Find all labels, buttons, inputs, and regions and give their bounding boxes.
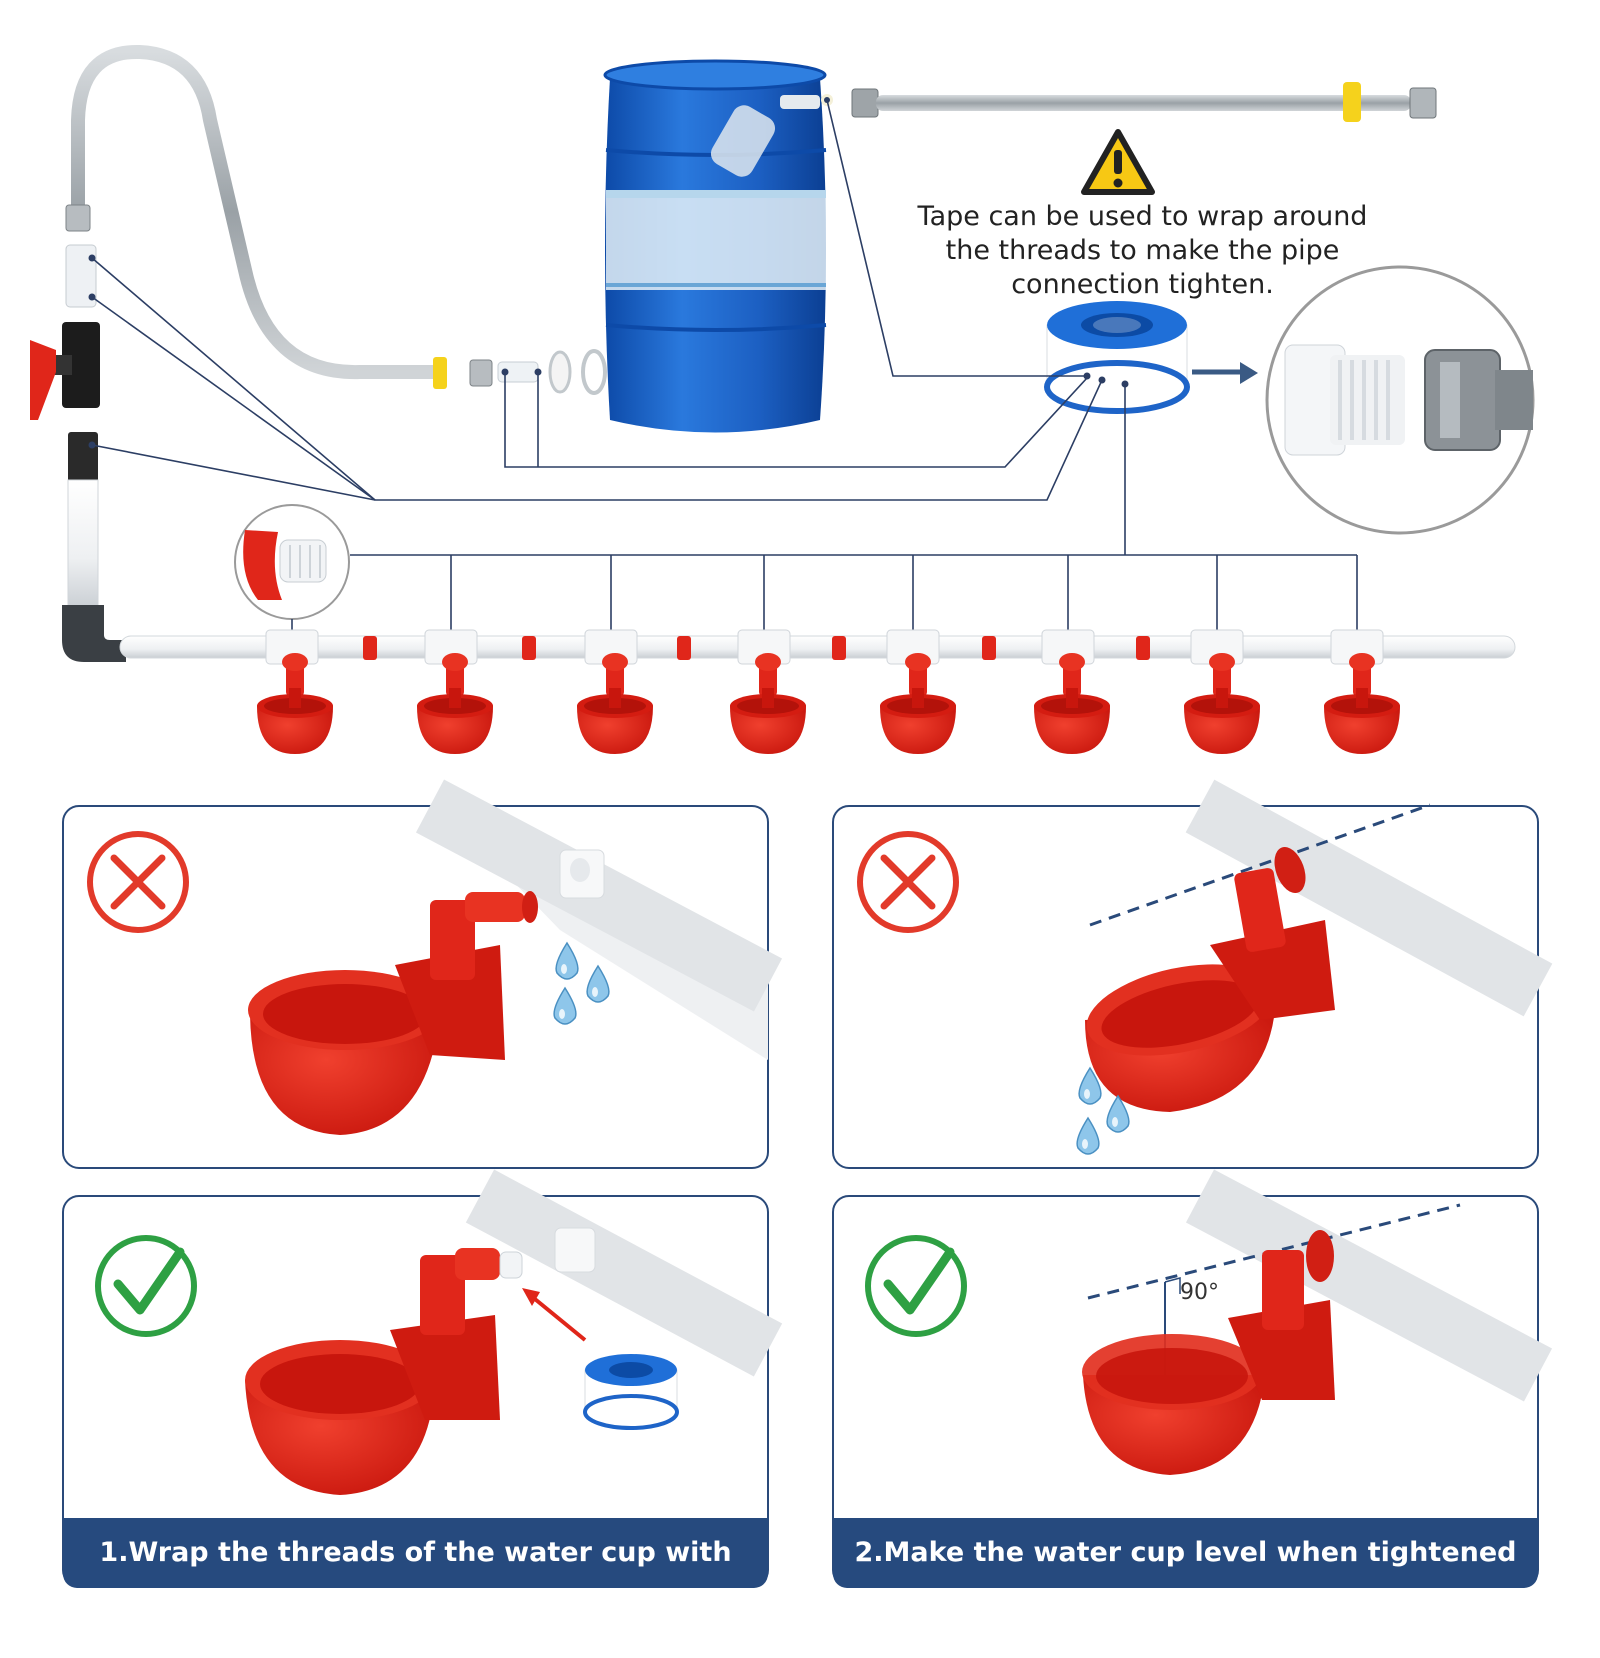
threaded-adapter (68, 432, 98, 482)
pvc-coupling (65, 244, 97, 308)
warning-line-1: Tape can be used to wrap around (917, 201, 1368, 232)
cross-circle-icon (87, 831, 189, 933)
panel-correct-tape (62, 1169, 783, 1587)
check-circle-icon-2 (865, 1235, 967, 1337)
thread-detail-zoom (234, 504, 350, 620)
riser-pipe (67, 479, 99, 611)
caption-right: 2.Make the water cup level when tightene… (833, 1518, 1538, 1588)
braided-hose-right (876, 95, 1411, 111)
thread-tape-roll (1044, 301, 1190, 414)
cross-circle-icon-2 (857, 831, 959, 933)
hose-nut-right-a (851, 88, 879, 118)
hose-collar-yellow (433, 357, 447, 389)
warning-line-3: connection tighten. (1011, 269, 1274, 300)
ball-valve (30, 322, 100, 420)
caption-left: 1.Wrap the threads of the water cup with… (63, 1518, 768, 1638)
panel-wrong-tilt (832, 779, 1553, 1169)
hose-nut-right-b (1409, 87, 1437, 119)
panel-correct-level (832, 1169, 1553, 1587)
float-valve (710, 105, 776, 177)
elbow-fitting (62, 605, 126, 662)
hose-nut-top (65, 204, 91, 232)
warning-text: Tape can be used to wrap around the thre… (905, 200, 1380, 302)
hose-collar-right (1343, 82, 1361, 122)
angle-label: 90° (1180, 1280, 1219, 1305)
leader-lines (91, 99, 1358, 645)
installation-diagram (30, 44, 1553, 1587)
warning-triangle-icon (1081, 129, 1155, 195)
braided-hose-left (71, 44, 447, 380)
pipe-connectors (363, 636, 1150, 660)
washer-2 (581, 349, 607, 395)
main-pipe (119, 635, 1516, 659)
connection-detail-zoom (1265, 265, 1535, 535)
water-cups-row (257, 653, 1400, 754)
water-barrel (603, 59, 833, 433)
washer-1 (548, 350, 572, 394)
check-circle-icon (95, 1235, 197, 1337)
warning-line-2: the threads to make the pipe (945, 235, 1340, 266)
panel-wrong-leak (62, 779, 783, 1169)
hose-nut-end (469, 359, 493, 387)
